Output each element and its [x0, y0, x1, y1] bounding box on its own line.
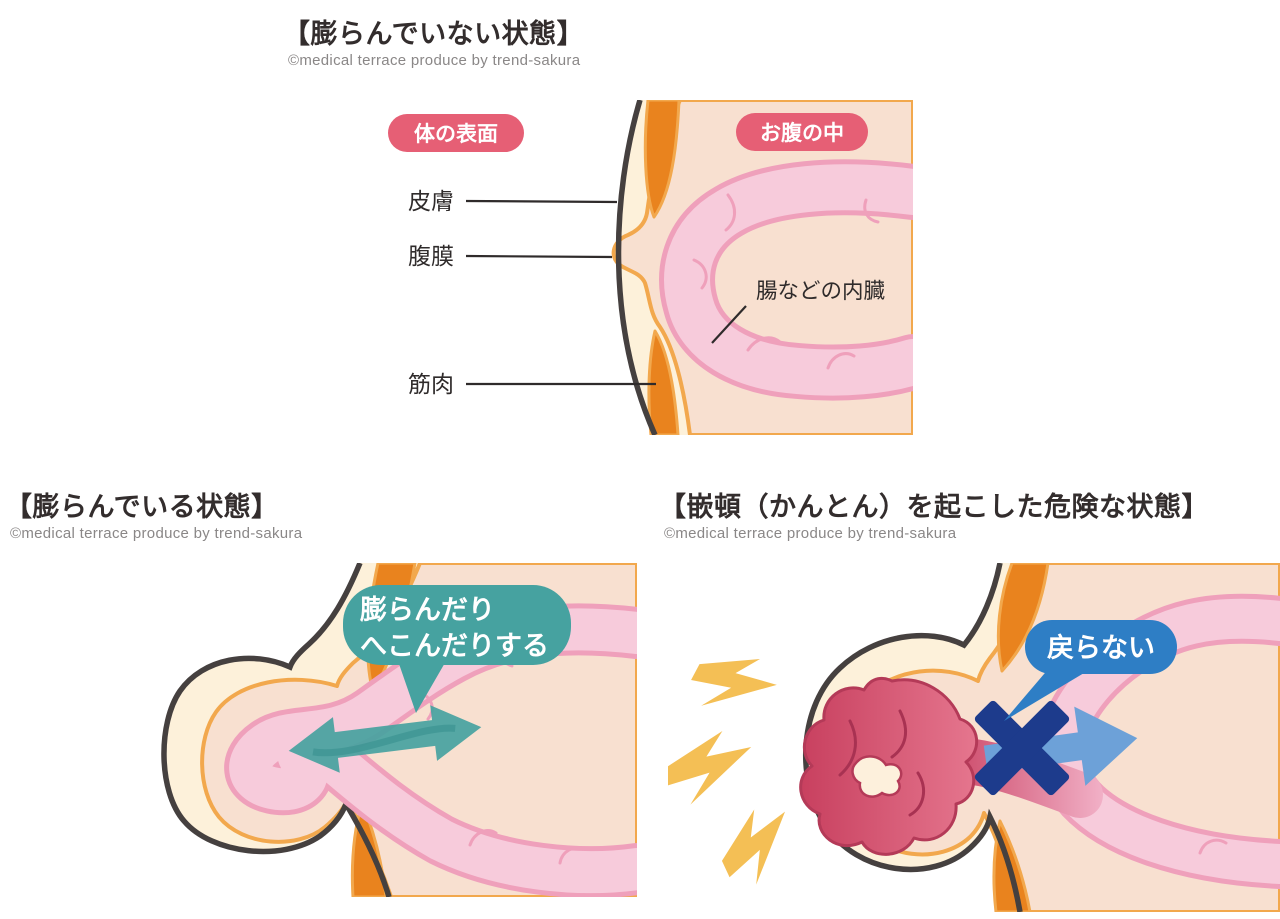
muscle-upper	[996, 563, 1050, 673]
inside-abdomen-badge	[736, 113, 868, 151]
pain-lightning-group	[668, 658, 786, 885]
label-peritoneum: 腹膜	[408, 243, 454, 269]
teal-bubble-tail	[398, 661, 446, 713]
section2-credit: ©medical terrace produce by trend-sakura	[10, 525, 303, 542]
diagram-bulging: 膨らんだり へこんだりする	[161, 563, 637, 897]
leader-lines	[465, 199, 747, 386]
skin-leader-line	[465, 199, 618, 204]
intestine-body	[1042, 598, 1280, 884]
lightning-icon	[691, 658, 777, 706]
skin-outline	[161, 563, 392, 897]
muscle-upper	[643, 100, 681, 219]
skin-outline	[615, 100, 658, 435]
teal-bubble-line2: へこんだりする	[360, 631, 549, 661]
lightning-icon	[668, 731, 752, 805]
organs-leader-line	[711, 305, 747, 344]
mass-lumen-gap	[851, 755, 903, 798]
in-out-double-arrow-icon	[288, 705, 482, 773]
intestine-folds	[692, 193, 880, 370]
blue-bubble-tail	[1004, 667, 1084, 721]
x-mark-icon	[974, 700, 1070, 796]
section3-credit: ©medical terrace produce by trend-sakura	[664, 525, 957, 542]
x-bar-2	[974, 700, 1070, 796]
body-surface-badge	[388, 114, 524, 152]
diagram-incarcerated: 戻らない	[668, 563, 1280, 912]
double-arrow-streak	[312, 724, 456, 757]
blue-bubble-label: 戻らない	[1047, 633, 1155, 663]
label-muscle: 筋肉	[408, 371, 454, 397]
blue-speech-bubble	[1025, 620, 1177, 674]
inside-abdomen-badge-label: お腹の中	[760, 121, 844, 145]
lightning-icon	[721, 809, 786, 885]
section1-credit: ©medical terrace produce by trend-sakura	[288, 52, 581, 69]
diagram-not-bulging: 皮膚 腹膜 筋肉 腸などの内臓 体の表面 お腹の中	[388, 100, 913, 435]
teal-bubble-line1: 膨らんだり	[360, 595, 495, 625]
section3-title: 【嵌頓（かんとん）を起こした危険な状態】	[659, 492, 1209, 522]
section2-title: 【膨らんでいる状態】	[5, 492, 279, 522]
teal-speech-bubble	[343, 585, 571, 665]
intestine-body	[664, 164, 913, 396]
section1-title: 【膨らんでいない状態】	[283, 19, 585, 49]
peritoneum-leader-line	[465, 254, 613, 259]
label-organs: 腸などの内臓	[756, 279, 885, 303]
mass-folds	[838, 709, 926, 817]
muscle-lower	[647, 329, 680, 435]
double-arrow-shape	[288, 705, 482, 773]
label-skin: 皮膚	[408, 188, 454, 214]
body-surface-badge-label: 体の表面	[414, 123, 498, 146]
